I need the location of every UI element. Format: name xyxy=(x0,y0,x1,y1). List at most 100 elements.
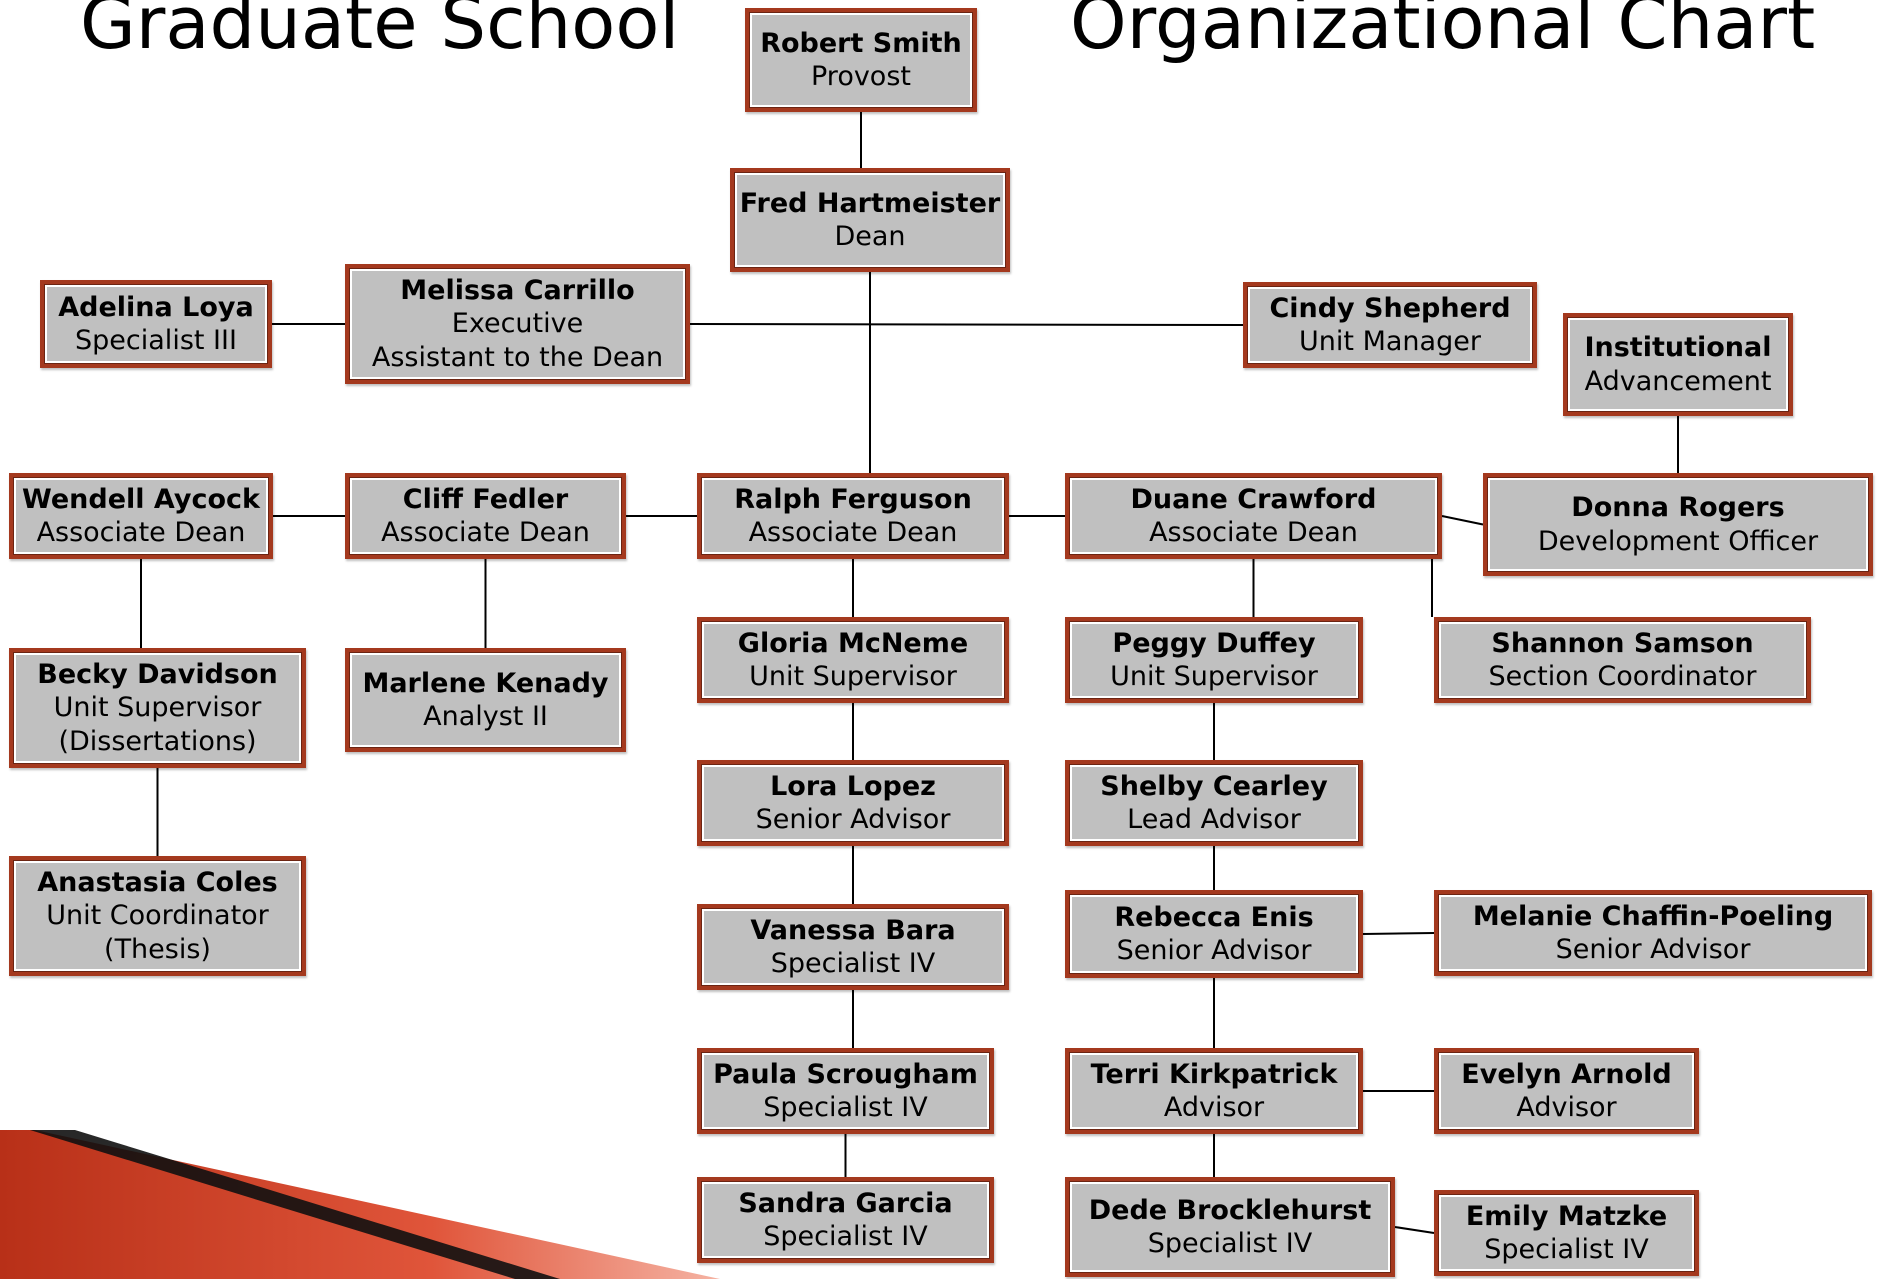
org-node-name: Melanie Chaffin-Poeling xyxy=(1472,900,1834,932)
org-node-role-line2: Assistant to the Dean xyxy=(371,341,664,373)
org-node-name: Sandra Garcia xyxy=(738,1187,953,1219)
org-node-role: Section Coordinator xyxy=(1488,661,1757,692)
org-node-name: Shannon Samson xyxy=(1491,627,1754,659)
org-node-role: Associate Dean xyxy=(1149,517,1358,548)
org-node-name: Cliff Fedler xyxy=(402,483,569,515)
org-node-role: Associate Dean xyxy=(748,517,958,548)
org-node-name: Cindy Shepherd xyxy=(1269,292,1511,324)
connector-rebecca-enis-to-melanie-chaffin-poeling xyxy=(1362,932,1435,935)
org-node-role-line2: (Dissertations) xyxy=(58,725,257,757)
chart-title-right: Organizational Chart xyxy=(1070,0,1816,65)
org-node-name: Peggy Duffey xyxy=(1112,627,1316,659)
org-node-role: Specialist III xyxy=(75,325,237,356)
org-node-name: Marlene Kenady xyxy=(362,667,609,699)
org-node-name: Emily Matzke xyxy=(1465,1200,1668,1232)
org-node-name: Wendell Aycock xyxy=(22,483,260,515)
org-node-name: Institutional xyxy=(1584,332,1772,364)
org-node-role: Unit Supervisor xyxy=(53,692,262,724)
org-node-name: Adelina Loya xyxy=(58,291,254,323)
org-node-role: Lead Advisor xyxy=(1127,804,1301,835)
org-node-role: Executive xyxy=(451,308,584,340)
org-node-role: Advisor xyxy=(1516,1092,1617,1123)
org-node-role: Senior Advisor xyxy=(1555,934,1751,965)
org-node-name: Duane Crawford xyxy=(1130,483,1377,515)
org-node-role: Senior Advisor xyxy=(1116,935,1312,966)
org-node-role: Associate Dean xyxy=(381,517,590,548)
org-node-name: Lora Lopez xyxy=(770,770,936,802)
org-node-name: Becky Davidson xyxy=(37,659,278,691)
connector-dede-brocklehurst-to-emily-matzke xyxy=(1394,1226,1435,1234)
org-node-name: Terri Kirkpatrick xyxy=(1090,1058,1338,1090)
org-node-name: Ralph Ferguson xyxy=(734,483,972,515)
org-node-role: Advisor xyxy=(1163,1092,1265,1123)
org-node-role: Dean xyxy=(834,221,906,252)
org-node-role: Analyst II xyxy=(423,701,548,732)
connector-melissa-carrillo-to-cindy-shepherd xyxy=(689,323,1244,326)
org-node-role: Specialist IV xyxy=(763,1221,928,1252)
org-node-name: Robert Smith xyxy=(760,27,962,59)
org-node-role: Specialist IV xyxy=(1147,1228,1313,1259)
connector-duane-crawford-to-donna-rogers xyxy=(1441,515,1484,526)
org-node-name: Shelby Cearley xyxy=(1100,770,1328,802)
org-node-role: Development Officer xyxy=(1537,525,1819,557)
org-node-name: Donna Rogers xyxy=(1571,492,1785,524)
org-node-role: Unit Supervisor xyxy=(1110,661,1318,692)
org-node-name: Gloria McNeme xyxy=(737,627,969,659)
org-node-name: Anastasia Coles xyxy=(37,867,278,899)
org-node-role: Senior Advisor xyxy=(755,804,951,835)
org-node-name: Vanessa Bara xyxy=(750,914,956,946)
org-node-name: Fred Hartmeister xyxy=(739,187,1001,219)
org-node-name: Dede Brocklehurst xyxy=(1088,1194,1372,1226)
chart-title-left: Graduate School xyxy=(80,0,680,65)
org-node-role: Unit Manager xyxy=(1299,326,1481,357)
